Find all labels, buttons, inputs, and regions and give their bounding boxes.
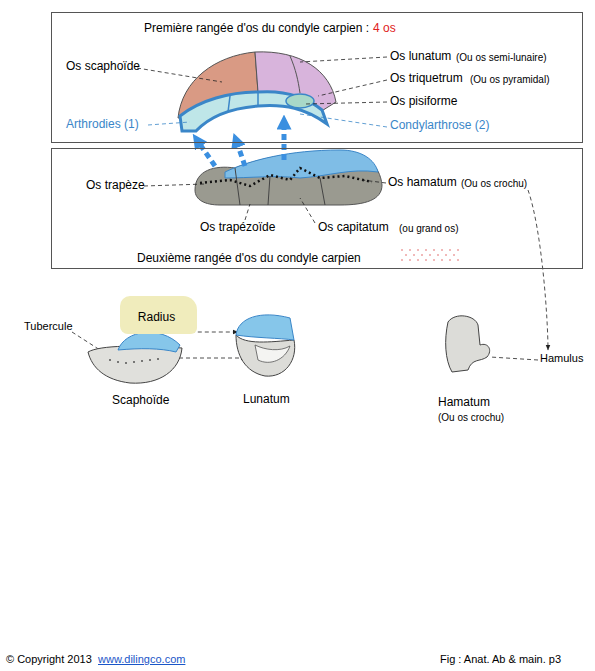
- bone-name: Radius: [138, 310, 175, 324]
- leader-line: [300, 114, 387, 127]
- band-division: [228, 92, 258, 112]
- bone-division: [290, 56, 300, 93]
- joint-line: [200, 168, 372, 186]
- bone-label: Scaphoïde: [112, 394, 169, 407]
- bone-texture: [109, 358, 159, 364]
- lunate-body: [236, 335, 295, 376]
- leader-line: [362, 180, 386, 183]
- leader-lines: [72, 57, 548, 360]
- bone-label: (Ou os pyramidal): [470, 74, 549, 85]
- hamate-bone: [446, 316, 490, 372]
- bone-label: Hamatum: [438, 396, 490, 409]
- second-row-articular: [225, 150, 378, 178]
- bone-label: Os lunatum: [390, 50, 451, 63]
- leader-line: [144, 184, 205, 186]
- articular-band: [180, 92, 327, 131]
- bone-label: Os trapèze: [86, 179, 145, 192]
- footer-text: © Copyright 2013: [6, 653, 92, 665]
- leader-line: [245, 204, 250, 220]
- bone-label: Os triquetrum: [390, 72, 463, 85]
- leader-line: [305, 102, 387, 104]
- leader-line: [318, 80, 387, 96]
- joint-type: Arthrodies (1): [66, 118, 139, 131]
- leader-arrow: [528, 190, 548, 350]
- leader-line: [300, 57, 387, 62]
- blue-leader-lines: [148, 114, 387, 127]
- bone-label: (Ou os semi-lunaire): [456, 52, 547, 63]
- joint-arrow: [282, 122, 287, 160]
- scaphoid-articular: [118, 332, 180, 352]
- joint-type: Condylarthrose (2): [390, 119, 489, 132]
- leader-line: [72, 332, 100, 350]
- bone-label: Os hamatum: [388, 176, 457, 189]
- bone-label: Hamulus: [540, 352, 583, 364]
- footer-text: Fig : Anat. Ab & main. p3: [440, 653, 561, 665]
- footer-text: www.dilingco.com: [98, 653, 185, 665]
- bone-label: Os capitatum: [318, 221, 389, 234]
- bone-label: Tubercule: [24, 320, 73, 332]
- lunate-facet: [255, 345, 290, 362]
- lunate-articular: [236, 315, 294, 340]
- panel-title: Première rangée d'os du condyle carpien …: [144, 21, 369, 35]
- bone-label: Os scaphoïde: [66, 60, 140, 73]
- bone-label: (Ou os crochu): [461, 178, 527, 189]
- bone-count: 4 os: [373, 21, 396, 35]
- red-dot-pattern: [401, 249, 459, 261]
- pisiform-bone: [286, 94, 314, 108]
- bone-label: Lunatum: [243, 393, 290, 406]
- leader-line: [137, 68, 222, 82]
- radius-bone: Radius: [120, 296, 197, 334]
- scaphoid-body: [88, 346, 182, 383]
- panel-title: Deuxième rangée d'os du condyle carpien: [137, 251, 361, 265]
- bone-contours: [235, 168, 325, 205]
- joint-arrow: [236, 140, 245, 166]
- bone-label: Os trapézoïde: [200, 221, 275, 234]
- bone-label: (ou grand os): [399, 223, 458, 234]
- leader-line: [300, 198, 315, 223]
- leader-line: [490, 357, 538, 360]
- leader-line: [148, 122, 190, 125]
- joint-arrow: [197, 140, 215, 166]
- bone-label: (Ou os crochu): [438, 412, 504, 423]
- row-panel: Deuxième rangée d'os du condyle carpien: [51, 148, 583, 269]
- bone-label: Os pisiforme: [390, 95, 457, 108]
